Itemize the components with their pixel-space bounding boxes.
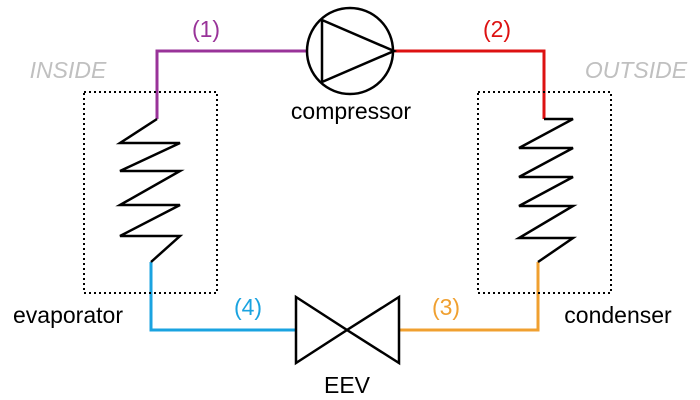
eev-symbol <box>294 294 401 366</box>
line-state-2 <box>394 49 546 119</box>
condenser-coil <box>514 117 578 264</box>
state-label-1: (1) <box>192 16 220 42</box>
state-label-4: (4) <box>234 294 262 320</box>
inside-boundary <box>83 91 218 294</box>
compressor-symbol <box>305 6 398 96</box>
state-label-2: (2) <box>483 16 511 42</box>
state-label-3: (3) <box>432 294 460 320</box>
condenser-label: condenser <box>564 302 672 328</box>
line-state-3 <box>399 262 540 332</box>
line-state-4 <box>149 262 296 332</box>
inside-label: INSIDE <box>30 57 107 83</box>
eev-label: EEV <box>324 372 371 398</box>
evaporator-coil <box>115 117 185 263</box>
line-state-1 <box>155 49 307 119</box>
compressor-label: compressor <box>291 98 411 124</box>
outside-boundary <box>477 91 612 294</box>
outside-label: OUTSIDE <box>585 57 688 83</box>
evaporator-label: evaporator <box>13 302 123 328</box>
